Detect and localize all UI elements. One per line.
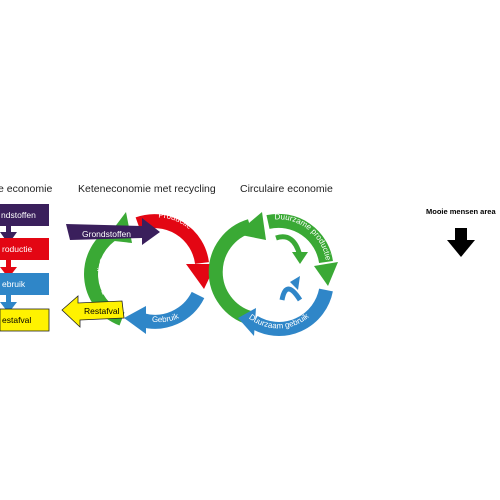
linear-down-arrows bbox=[0, 222, 17, 313]
linear-economy-title: e economie bbox=[0, 183, 52, 195]
circular-inner-blue-arrowhead bbox=[290, 276, 300, 290]
linear-step-grondstoffen-label: ndstoffen bbox=[1, 210, 36, 220]
linear-economy: e economie ndstoffen roductie ebruik est… bbox=[0, 183, 52, 332]
linear-step-restafval-label: estafval bbox=[2, 315, 31, 325]
linear-step-productie-label: roductie bbox=[2, 244, 33, 254]
linear-step-grondstoffen bbox=[0, 204, 49, 226]
circular-economy-title: Circulaire economie bbox=[240, 183, 333, 195]
chain-gebruik-arc bbox=[140, 291, 205, 329]
circular-inner-green-arrowhead bbox=[292, 252, 308, 264]
circular-duurzame-productie-arc bbox=[266, 213, 333, 264]
circular-recycling-arc bbox=[208, 219, 253, 325]
chain-restafval-arrow bbox=[61, 295, 125, 328]
circular-inner-blue-loop bbox=[279, 286, 303, 302]
linear-step-productie bbox=[0, 238, 49, 260]
circular-recycling-arrowhead bbox=[236, 212, 266, 240]
chain-grondstoffen-arrow bbox=[66, 218, 160, 245]
circular-duurzame-productie-arrowhead bbox=[314, 262, 338, 286]
linear-step-restafval bbox=[0, 308, 50, 332]
down-arrow-icon bbox=[447, 228, 475, 257]
circular-duurzaam-gebruik-arc bbox=[250, 288, 333, 336]
circular-economy: Circulaire economie Duurzame productie D… bbox=[208, 183, 338, 336]
chain-economy: Keteneconomie met recycling Grondstoffen… bbox=[61, 183, 216, 334]
chain-gebruik-arrowhead bbox=[124, 306, 146, 334]
circular-duurzaam-gebruik-arrowhead bbox=[238, 308, 256, 336]
linear-step-gebruik-label: ebruik bbox=[2, 279, 26, 289]
chain-grondstoffen-label: Grondstoffen bbox=[82, 229, 131, 239]
chain-restafval-label: Restafval bbox=[84, 306, 120, 316]
chain-productie-arrowhead bbox=[186, 264, 216, 289]
circular-recycling-label: Recycling bbox=[225, 252, 238, 290]
side-note-text: Mooie mensen area bbox=[426, 207, 496, 216]
chain-productie-arc bbox=[135, 214, 209, 265]
side-note: Mooie mensen area bbox=[426, 207, 496, 257]
chain-economy-title: Keteneconomie met recycling bbox=[78, 183, 216, 195]
linear-step-gebruik bbox=[0, 273, 49, 295]
